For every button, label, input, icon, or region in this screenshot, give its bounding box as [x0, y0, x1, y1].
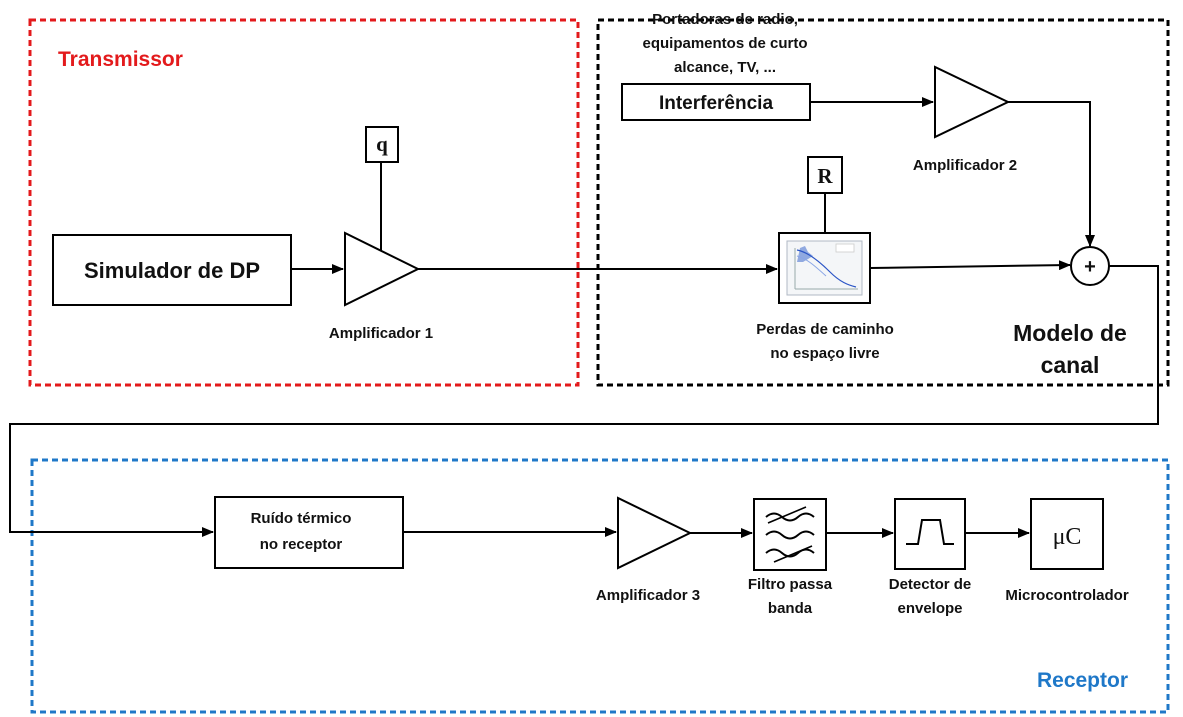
- transmitter-group-box: [28, 18, 580, 387]
- connector-pathloss-summer: [869, 260, 1071, 271]
- amplifier-1-label: Amplificador 1: [329, 325, 433, 342]
- receiver-group-box: [30, 458, 1170, 714]
- connector-amp2-summer: [1008, 101, 1095, 247]
- amplifier-3-label: Amplificador 3: [596, 587, 700, 604]
- path-loss-plot-icon: [786, 240, 863, 296]
- bandpass-label-line1: Filtro passa: [748, 576, 833, 593]
- bandpass-filter-icon: [765, 506, 815, 563]
- interference-sources-line1: Portadoras de radio,: [652, 11, 798, 28]
- pd-simulator-label: Simulador de DP: [84, 258, 260, 283]
- bandpass-filter-block: [753, 498, 827, 571]
- microcontroller-label: Microcontrolador: [1005, 587, 1129, 604]
- interference-sources-line3: alcance, TV, ...: [674, 59, 776, 76]
- transmitter-label: Transmissor: [58, 48, 183, 71]
- envelope-detector-block: [894, 498, 966, 570]
- channel-label-line1: Modelo de: [1013, 320, 1127, 346]
- amplifier-2-label: Amplificador 2: [913, 157, 1017, 174]
- amplifier-2-icon: [934, 65, 1011, 139]
- amplifier-3-icon: [617, 496, 693, 570]
- r-param-label: R: [817, 164, 833, 188]
- interference-label: Interferência: [659, 93, 773, 114]
- receiver-label: Receptor: [1037, 669, 1128, 692]
- path-loss-label-line2: no espaço livre: [770, 345, 879, 362]
- thermal-noise-label-line1: Ruído térmico: [251, 510, 352, 527]
- connector-summer-receiver: [9, 265, 1159, 537]
- pulse-envelope-icon: [906, 519, 954, 545]
- interference-sources-line2: equipamentos de curto: [642, 35, 807, 52]
- thermal-noise-label-line2: no receptor: [260, 536, 343, 553]
- path-loss-label-line1: Perdas de caminho: [756, 321, 894, 338]
- bandpass-label-line2: banda: [768, 600, 813, 617]
- microcontroller-block: [1030, 498, 1104, 570]
- microcontroller-symbol: μC: [1053, 524, 1082, 550]
- envelope-label-line1: Detector de: [889, 576, 972, 593]
- q-param-label: q: [376, 132, 388, 156]
- channel-label-line2: canal: [1041, 352, 1100, 378]
- q-param-box: [365, 126, 399, 163]
- thermal-noise-block: [214, 496, 404, 569]
- envelope-label-line2: envelope: [897, 600, 962, 617]
- summer-symbol: +: [1084, 256, 1096, 278]
- channel-group-box: [596, 18, 1170, 387]
